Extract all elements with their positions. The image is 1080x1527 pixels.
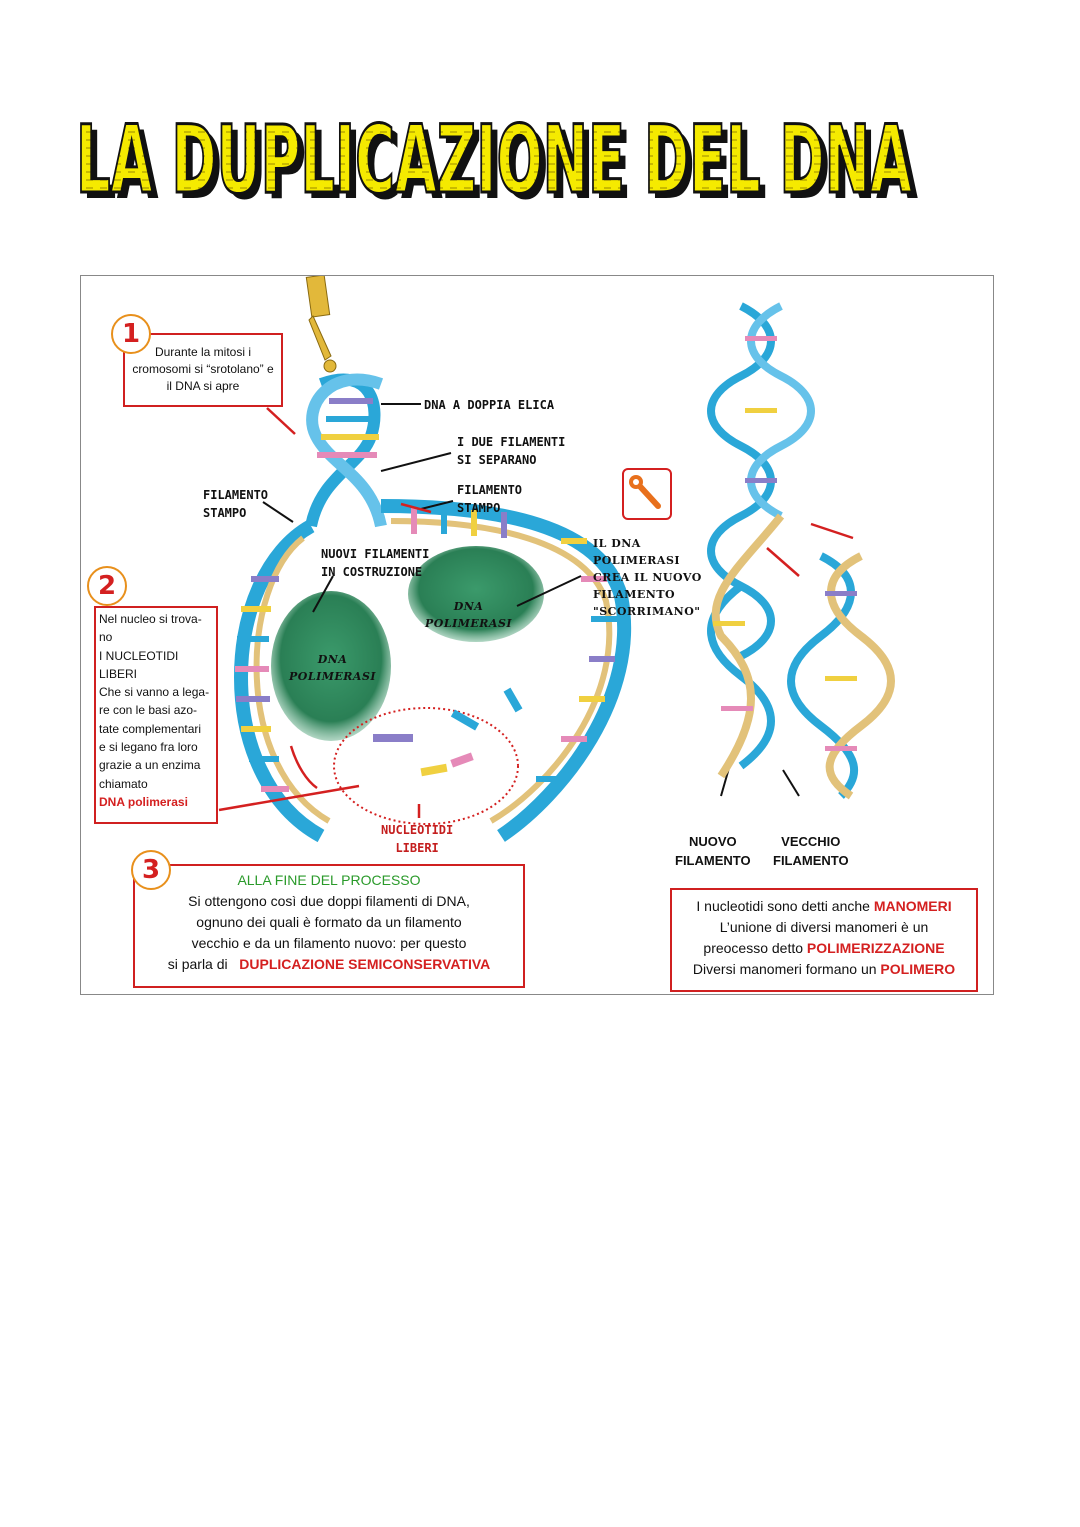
replication-bubble — [234, 499, 632, 843]
monomers-l1-highlight: MANOMERI — [873, 898, 952, 914]
step3-last-prefix: si parla di — [167, 956, 228, 972]
label-double-helix: DNA A DOPPIA ELICA — [424, 398, 555, 412]
step2-line1: Nel nucleo si trova- — [99, 612, 202, 626]
step2-line6: re con le basi azo- — [99, 703, 198, 718]
step2-box: Nel nucleo si trova- no I NUCLEOTIDI LIB… — [94, 606, 218, 824]
free-nucleotides — [373, 687, 523, 777]
step1-line1: Durante la mitosi i — [154, 345, 252, 359]
step1-number: 1 — [111, 314, 151, 354]
step3-line2: ognuno dei quali è formato da un filamen… — [196, 914, 462, 930]
monomers-box: I nucleotidi sono detti anche MANOMERI L… — [670, 888, 978, 992]
step2-line4: LIBERI — [99, 666, 138, 681]
monomers-l3-highlight: POLIMERIZZAZIONE — [806, 940, 945, 956]
page-title: LA DUPLICAZIONE DEL DNA LA DUPLICAZIONE … — [75, 105, 919, 219]
step2-highlight: DNA polimerasi — [99, 794, 188, 809]
monomers-l4-highlight: POLIMERO — [880, 961, 956, 977]
replication-diagram — [218, 276, 895, 843]
monomers-l1-prefix: I nucleotidi sono detti anche — [696, 898, 874, 914]
wrench-icon[interactable] — [622, 468, 672, 520]
monomers-l4-prefix: Diversi manomeri formano un — [692, 961, 881, 977]
step3-highlight: DUPLICAZIONE SEMICONSERVATIVA — [239, 956, 491, 972]
dna-polymerase-left — [271, 591, 391, 741]
diagram-frame: Durante la mitosi i cromosomi si “srotol… — [80, 275, 994, 995]
title-text: LA DUPLICAZIONE DEL DNA — [76, 106, 912, 215]
step2-number: 2 — [87, 566, 127, 606]
step3-line3: vecchio e da un filamento nuovo: per que… — [191, 935, 467, 951]
step2-line2: no — [99, 630, 113, 645]
monomers-l2: L’unione di diversi manomeri è un — [719, 919, 929, 935]
label-creates-new-strand: IL DNA POLIMERASI CREA IL NUOVO FILAMENT… — [593, 537, 702, 618]
step3-number: 3 — [131, 850, 171, 890]
step2-line7: tate complementari — [99, 721, 202, 736]
free-nucleotides-area — [333, 707, 519, 825]
step1-line2: cromosomi si “srotolano” e — [132, 362, 274, 376]
step2-line10: chiamato — [99, 776, 148, 791]
step3-heading: ALLA FINE DEL PROCESSO — [237, 872, 421, 888]
step2-line3: I NUCLEOTIDI — [99, 648, 179, 663]
new-double-helix-left — [707, 513, 785, 779]
step1-box: Durante la mitosi i cromosomi si “srotol… — [123, 333, 283, 407]
step3-line1: Si ottengono così due doppi filamenti di… — [188, 893, 470, 909]
step2-line5: Che si vanno a lega- — [99, 685, 210, 700]
base-pairs — [235, 508, 617, 792]
double-helix — [305, 373, 387, 528]
dna-polymerase-right — [408, 546, 544, 642]
step3-box: ALLA FINE DEL PROCESSO Si ottengono così… — [133, 864, 525, 988]
step2-line9: grazie a un enzima — [99, 758, 201, 773]
step2-line8: e si legano fra loro — [99, 740, 198, 755]
svg-text:LA DUPLICAZIONE DEL DNA: LA DUPLICAZIONE DEL DNA — [82, 112, 918, 218]
zipper-icon — [305, 276, 337, 373]
monomers-l3-prefix: preocesso detto — [703, 940, 807, 956]
helix-base-pairs — [713, 336, 857, 751]
step1-line3: il DNA si apre — [166, 379, 240, 393]
